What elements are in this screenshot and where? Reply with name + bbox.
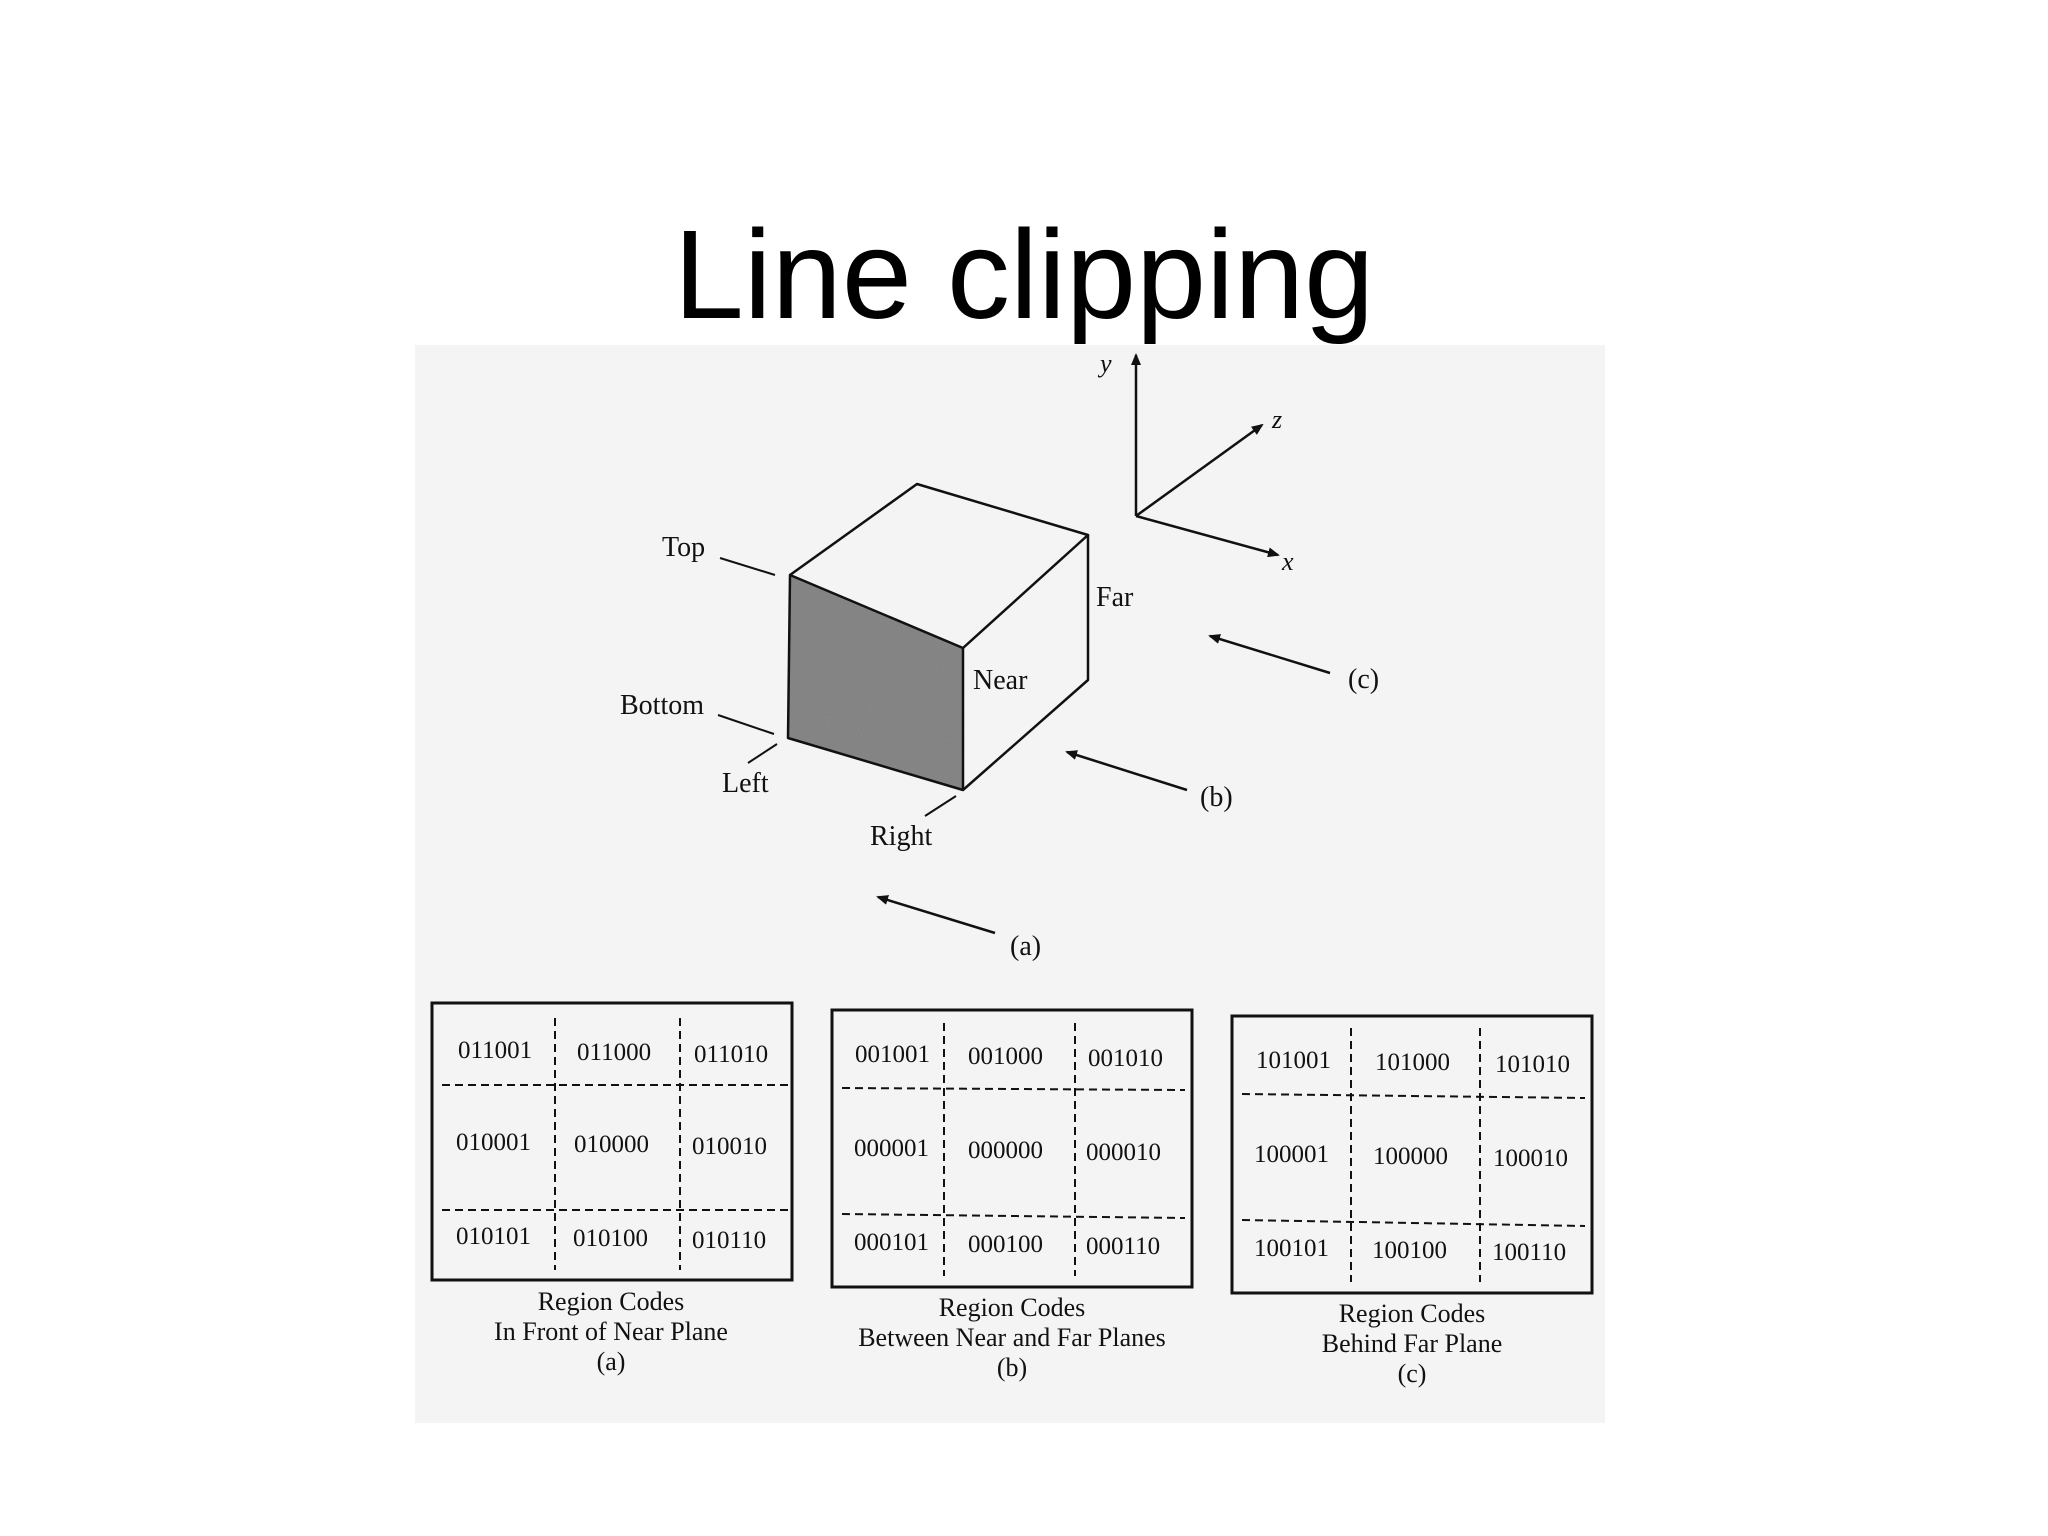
- z-axis-label: z: [1271, 405, 1282, 434]
- code-cell: 010110: [692, 1227, 766, 1254]
- region-table-a: [430, 1001, 794, 1282]
- code-cell: 010100: [573, 1225, 648, 1252]
- code-cell: 000110: [1086, 1233, 1160, 1260]
- table-c-codes: 101001 101000 101010 100001 100000 10001…: [1254, 1047, 1570, 1266]
- right-leader: [924, 795, 957, 817]
- arrow-a: [876, 895, 996, 935]
- code-cell: 000100: [968, 1231, 1043, 1258]
- caption-line: In Front of Near Plane: [494, 1317, 728, 1346]
- code-cell: 000001: [854, 1135, 929, 1162]
- code-cell: 011010: [694, 1041, 768, 1068]
- code-cell: 100001: [1254, 1141, 1329, 1168]
- arrow-c-label: (c): [1348, 664, 1379, 695]
- x-axis: [1135, 514, 1280, 558]
- caption-line: (c): [1398, 1359, 1427, 1388]
- left-leader: [747, 743, 778, 764]
- top-leader: [719, 557, 776, 576]
- caption-line: (b): [997, 1353, 1027, 1382]
- caption-c: Region Codes Behind Far Plane (c): [1322, 1299, 1503, 1388]
- code-cell: 010000: [574, 1131, 649, 1158]
- table-a-codes: 011001 011000 011010 010001 010000 01001…: [456, 1037, 768, 1254]
- right-label: Right: [870, 821, 932, 852]
- bottom-label: Bottom: [620, 690, 704, 721]
- figure-panel: [415, 345, 1605, 1423]
- caption-line: (a): [597, 1347, 626, 1376]
- coordinate-axes: [1131, 353, 1280, 558]
- caption-line: Region Codes: [939, 1293, 1086, 1322]
- caption-line: Between Near and Far Planes: [858, 1323, 1166, 1352]
- arrow-b: [1065, 750, 1188, 792]
- slide-title: Line clipping: [673, 204, 1375, 345]
- left-label: Left: [722, 768, 769, 799]
- code-cell: 000101: [854, 1229, 929, 1256]
- table-b-codes: 001001 001000 001010 000001 000000 00001…: [854, 1041, 1163, 1260]
- region-table-b: [830, 1008, 1194, 1289]
- code-cell: 001001: [855, 1041, 930, 1068]
- code-cell: 101001: [1256, 1047, 1331, 1074]
- caption-line: Behind Far Plane: [1322, 1329, 1503, 1358]
- code-cell: 010010: [692, 1133, 767, 1160]
- caption-line: Region Codes: [1339, 1299, 1486, 1328]
- y-axis-label: y: [1097, 349, 1112, 378]
- far-label: Far: [1096, 582, 1134, 613]
- bottom-leader: [717, 714, 775, 735]
- view-volume-cube: [717, 482, 1090, 817]
- code-cell: 100100: [1372, 1237, 1447, 1264]
- code-cell: 101000: [1375, 1049, 1450, 1076]
- code-cell: 000000: [968, 1137, 1043, 1164]
- z-axis: [1135, 423, 1264, 518]
- near-label: Near: [973, 665, 1028, 696]
- code-cell: 010101: [456, 1223, 531, 1250]
- code-cell: 011001: [458, 1037, 532, 1064]
- code-cell: 001000: [968, 1043, 1043, 1070]
- code-cell: 100110: [1492, 1239, 1566, 1266]
- arrow-b-label: (b): [1200, 782, 1233, 813]
- top-face-edges: [789, 482, 1090, 649]
- code-cell: 100101: [1254, 1235, 1329, 1262]
- code-cell: 010001: [456, 1129, 531, 1156]
- arrow-c: [1208, 634, 1331, 675]
- code-cell: 100000: [1373, 1143, 1448, 1170]
- code-cell: 100010: [1493, 1145, 1568, 1172]
- caption-line: Region Codes: [538, 1287, 685, 1316]
- x-axis-label: x: [1281, 547, 1294, 576]
- code-cell: 001010: [1088, 1045, 1163, 1072]
- top-label: Top: [662, 532, 705, 563]
- code-cell: 000010: [1086, 1139, 1161, 1166]
- region-table-c: [1230, 1014, 1594, 1295]
- caption-b: Region Codes Between Near and Far Planes…: [858, 1293, 1166, 1382]
- code-cell: 101010: [1495, 1051, 1570, 1078]
- near-face: [788, 575, 963, 790]
- caption-a: Region Codes In Front of Near Plane (a): [494, 1287, 728, 1376]
- code-cell: 011000: [577, 1039, 651, 1066]
- right-face-edges: [962, 535, 1090, 791]
- arrow-a-label: (a): [1010, 931, 1041, 962]
